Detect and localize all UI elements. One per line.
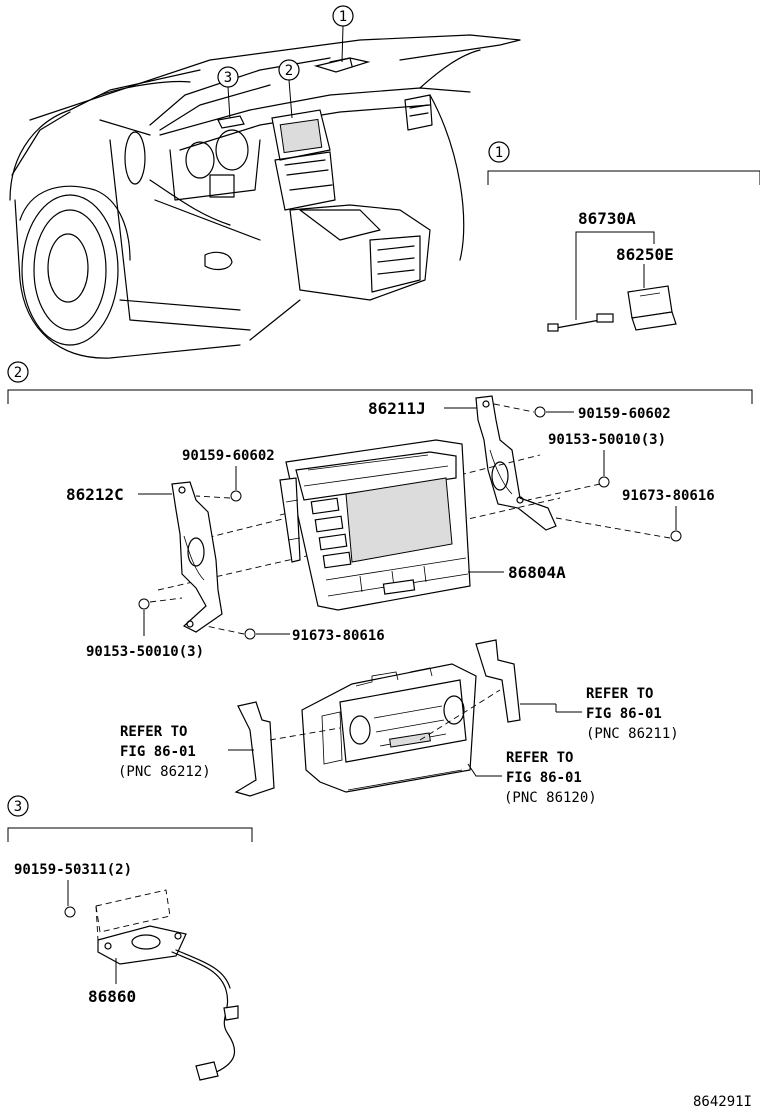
- overview-callout-3: 3: [217, 66, 245, 129]
- part-90153-50010-right: 90153-50010(3): [548, 432, 666, 448]
- callout-3-label: 3: [224, 70, 232, 86]
- part-90159-60602-right: 90159-60602: [578, 406, 671, 422]
- section-3: 3 90159-50311(2) 86860: [7, 795, 253, 1081]
- part-86250E: 86250E: [616, 245, 674, 264]
- dashboard-overview: [9, 34, 521, 359]
- refer-audio-line3: (PNC 86120): [504, 790, 597, 806]
- section-2-marker: 2: [14, 365, 22, 381]
- part-91673-80616-right: 91673-80616: [622, 488, 715, 504]
- part-86860: 86860: [88, 987, 136, 1006]
- overview-callout-1: 1: [332, 5, 354, 63]
- callout-1-label: 1: [339, 9, 347, 25]
- refer-right-line3: (PNC 86211): [586, 726, 679, 742]
- part-90159-60602-left: 90159-60602: [182, 448, 275, 464]
- figure-id: 864291I: [693, 1094, 752, 1110]
- section-3-marker: 3: [14, 799, 22, 815]
- part-91673-80616-bottom: 91673-80616: [292, 628, 385, 644]
- part-86211J: 86211J: [368, 399, 426, 418]
- refer-right-line1: REFER TO: [586, 686, 653, 702]
- refer-left-line1: REFER TO: [120, 724, 187, 740]
- part-90159-50311: 90159-50311(2): [14, 862, 132, 878]
- refer-audio-line2: FIG 86-01: [506, 770, 582, 786]
- part-90153-50010-left: 90153-50010(3): [86, 644, 204, 660]
- part-86804A: 86804A: [508, 563, 566, 582]
- overview-callout-2: 2: [278, 59, 300, 119]
- refer-right-line2: FIG 86-01: [586, 706, 662, 722]
- part-86730A: 86730A: [578, 209, 636, 228]
- callout-2-label: 2: [285, 63, 293, 79]
- section-2: 2 86211J 90159-60602 90153-50010(3) 9167…: [7, 361, 753, 806]
- section-1-marker: 1: [495, 145, 503, 161]
- refer-audio-line1: REFER TO: [506, 750, 573, 766]
- section-1: 1 86730A 86250E: [487, 141, 760, 332]
- part-86212C: 86212C: [66, 485, 124, 504]
- refer-left-line3: (PNC 86212): [118, 764, 211, 780]
- refer-left-line2: FIG 86-01: [120, 744, 196, 760]
